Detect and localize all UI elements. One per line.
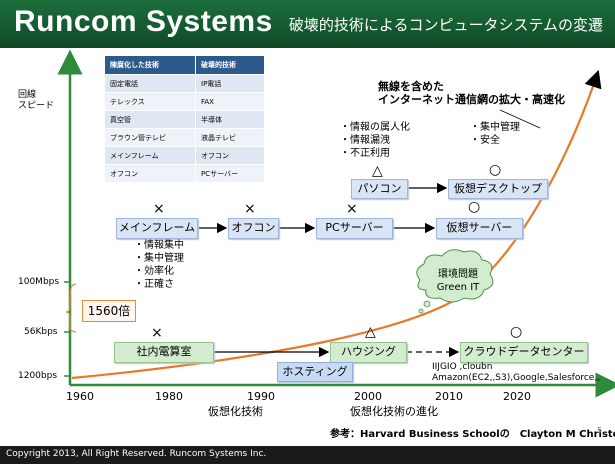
node-mainframe: メインフレーム [116, 218, 198, 239]
footer-bar: Copyright 2013, All Right Reserved. Runc… [0, 446, 615, 464]
list-item: ・情報の属人化 [340, 122, 410, 133]
node-office-computer: オフコン [228, 218, 279, 239]
x-year-1990: 1990 [247, 390, 275, 403]
cloud-providers: IIJGIO ,cloubn Amazon(EC2,,S3),Google,Sa… [432, 362, 601, 383]
ratio-brace [65, 283, 77, 333]
mainframe-benefits-list: ・情報集中 ・集中管理 ・効率化 ・正確さ [134, 239, 184, 291]
cross-mark-in-house: × [151, 325, 163, 341]
node-housing: ハウジング [330, 342, 407, 363]
disruption-table: 陳腐化した技術 破壊的技術 固定電話 IP電話 テレックス FAX 真空管 半導… [104, 55, 265, 183]
table-cell: PCサーバー [195, 164, 265, 183]
table-header-cell: 陳腐化した技術 [104, 55, 196, 75]
list-item: ・効率化 [134, 266, 174, 277]
header-bar: Runcom Systems 破壊的技術によるコンピュータシステムの変遷 [0, 0, 615, 48]
x-year-2010: 2010 [435, 390, 463, 403]
speed-ratio-label: 1560倍 [82, 300, 136, 322]
table-row: メインフレーム オフコン [104, 146, 265, 165]
cross-mark-office: × [244, 201, 256, 217]
table-cell: 半導体 [195, 110, 265, 129]
table-row: オフコン PCサーバー [104, 164, 265, 183]
cloud-shape [416, 249, 494, 303]
list-item: ・安全 [470, 135, 500, 146]
table-cell: 液晶テレビ [195, 128, 265, 147]
y-label-1200bps: 1200bps [18, 371, 58, 381]
circle-mark-virtual-server: ○ [468, 199, 481, 215]
table-cell: FAX [195, 92, 265, 111]
x-year-2020: 2020 [503, 390, 531, 403]
green-it-cloud: 環境問題 Green IT [436, 269, 480, 293]
node-pc-server: PCサーバー [316, 218, 393, 239]
brand-title: Runcom Systems [14, 5, 273, 38]
y-label-56kbps: 56Kbps [24, 327, 58, 337]
list-item: ・情報漏洩 [340, 135, 390, 146]
node-pc: パソコン [351, 179, 408, 199]
table-cell: オフコン [104, 164, 196, 183]
triangle-mark-pc: △ [372, 163, 383, 179]
list-item: ・集中管理 [134, 253, 184, 264]
x-year-2000: 2000 [354, 390, 382, 403]
table-cell: 真空管 [104, 110, 196, 129]
slide-subtitle: 破壊的技術によるコンピュータシステムの変遷 [288, 16, 603, 34]
table-cell: オフコン [195, 146, 265, 165]
y-label-100mbps: 100Mbps [18, 277, 60, 287]
circle-mark-desktop: ○ [489, 162, 502, 178]
x-year-1960: 1960 [66, 390, 94, 403]
table-row: テレックス FAX [104, 92, 265, 111]
x-year-1980: 1980 [155, 390, 183, 403]
x-axis-label-virtualization: 仮想化技術 [208, 405, 263, 418]
copyright-text: Copyright 2013, All Right Reserved. Runc… [6, 449, 267, 459]
node-virtual-server: 仮想サーバー [436, 218, 523, 239]
node-virtual-desktop: 仮想デスクトップ [448, 179, 548, 199]
x-axis-label-evolution: 仮想化技術の進化 [350, 405, 438, 418]
triangle-mark-housing: △ [365, 324, 376, 340]
curve-annotation: 無線を含めた インターネット通信網の拡大・高速化 [378, 80, 565, 106]
table-header-cell: 破壊的技術 [195, 55, 265, 75]
table-row: 固定電話 IP電話 [104, 74, 265, 93]
pc-issues-list: ・情報の属人化 ・情報漏洩 ・不正利用 [340, 121, 410, 160]
list-item: ・情報集中 [134, 240, 184, 251]
page-number: 5 [597, 426, 603, 435]
table-row: 真空管 半導体 [104, 110, 265, 129]
list-item: ・正確さ [134, 279, 174, 290]
node-cloud-datacenter: クラウドデータセンター [460, 342, 588, 363]
table-cell: IP電話 [195, 74, 265, 93]
circle-mark-cloud: ○ [510, 324, 523, 340]
node-in-house-room: 社内電算室 [114, 342, 214, 363]
table-cell: ブラウン管テレビ [104, 128, 196, 147]
y-axis-title: 回線 スピード [18, 90, 55, 111]
table-row: ブラウン管テレビ 液晶テレビ [104, 128, 265, 147]
reference-note: 参考：Harvard Business Schoolの Clayton M Ch… [330, 429, 615, 440]
table-header-row: 陳腐化した技術 破壊的技術 [104, 55, 265, 75]
node-hosting: ホスティング [277, 362, 353, 382]
list-item: ・不正利用 [340, 148, 390, 159]
cross-mark-mainframe: × [153, 201, 165, 217]
list-item: ・集中管理 [470, 122, 520, 133]
table-cell: 固定電話 [104, 74, 196, 93]
desktop-benefits-list: ・集中管理 ・安全 [470, 121, 520, 147]
table-cell: メインフレーム [104, 146, 196, 165]
cross-mark-pcserver: × [346, 201, 358, 217]
table-cell: テレックス [104, 92, 196, 111]
